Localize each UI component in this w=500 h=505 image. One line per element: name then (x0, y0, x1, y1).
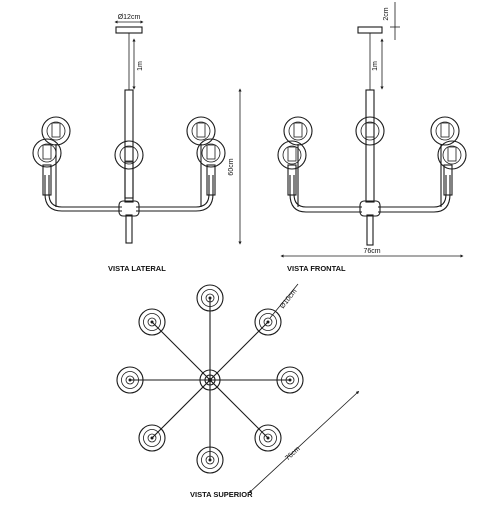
height-dim-label: 60cm (228, 158, 235, 175)
top-hub (199, 369, 221, 391)
side-globe-back-right (186, 116, 216, 146)
side-hub (118, 200, 140, 217)
front-canopy-dim-label: 2cm (383, 7, 390, 20)
globe-dim-line (269, 283, 299, 319)
front-cable-dim-label: 1m (372, 61, 379, 71)
top-dim-line (248, 390, 360, 494)
front-hub (359, 200, 381, 217)
side-cable-dim-label: 1m (137, 61, 144, 71)
front-arm-right-2 (378, 175, 451, 213)
top-dim-label: 76cm (284, 445, 302, 462)
front-socket-left (287, 164, 297, 196)
side-arm-right (136, 175, 210, 208)
top-globe (196, 284, 224, 312)
top-globe (254, 308, 282, 336)
side-globe-back-left (41, 116, 71, 146)
top-spoke (209, 379, 269, 439)
side-canopy (115, 26, 143, 34)
side-arm-right-2 (136, 175, 214, 212)
front-globe-front-left (277, 140, 307, 170)
front-bottom-rod (366, 214, 374, 246)
top-view-spokes (130, 298, 290, 460)
front-globe-front-right (437, 140, 467, 170)
side-globe-front-right (196, 138, 226, 168)
top-spoke (209, 321, 269, 381)
side-arm-left (48, 175, 122, 208)
side-globe-center (114, 140, 144, 170)
front-globe-back-left (283, 116, 313, 146)
front-arm-right (378, 175, 447, 208)
side-view-label: VISTA LATERAL (108, 264, 166, 273)
top-view-label: VISTA SUPERIOR (190, 490, 253, 499)
front-view: 2cm 1m (277, 2, 467, 273)
front-arm-left-2 (289, 175, 362, 213)
front-canopy (357, 26, 383, 34)
side-view: Ø12cm 1m (32, 14, 242, 273)
top-globe (138, 308, 166, 336)
front-globe-center (355, 116, 385, 146)
side-globe-front-left (32, 138, 62, 168)
front-globe-back-right (430, 116, 460, 146)
front-socket-right (443, 164, 453, 196)
top-globe (196, 446, 224, 474)
top-globe (254, 424, 282, 452)
top-globe (116, 366, 144, 394)
front-view-label: VISTA FRONTAL (287, 264, 346, 273)
side-bottom-rod (125, 214, 133, 244)
side-socket-left (42, 164, 52, 196)
top-view: Ø10cm 76cm VISTA SUPERIOR (116, 283, 360, 499)
top-globe (138, 424, 166, 452)
top-spoke (151, 321, 211, 381)
top-spoke (151, 379, 211, 439)
side-arm-left-2 (44, 175, 122, 212)
width-dim-label: 76cm (363, 248, 380, 255)
side-socket-center (124, 161, 134, 199)
side-canopy-dim-label: Ø12cm (118, 14, 141, 21)
globe-dim-label: Ø10cm (279, 288, 299, 310)
front-arm-left (293, 175, 362, 208)
side-socket-right (206, 164, 216, 196)
front-stem (365, 89, 375, 203)
side-stem (124, 89, 134, 203)
